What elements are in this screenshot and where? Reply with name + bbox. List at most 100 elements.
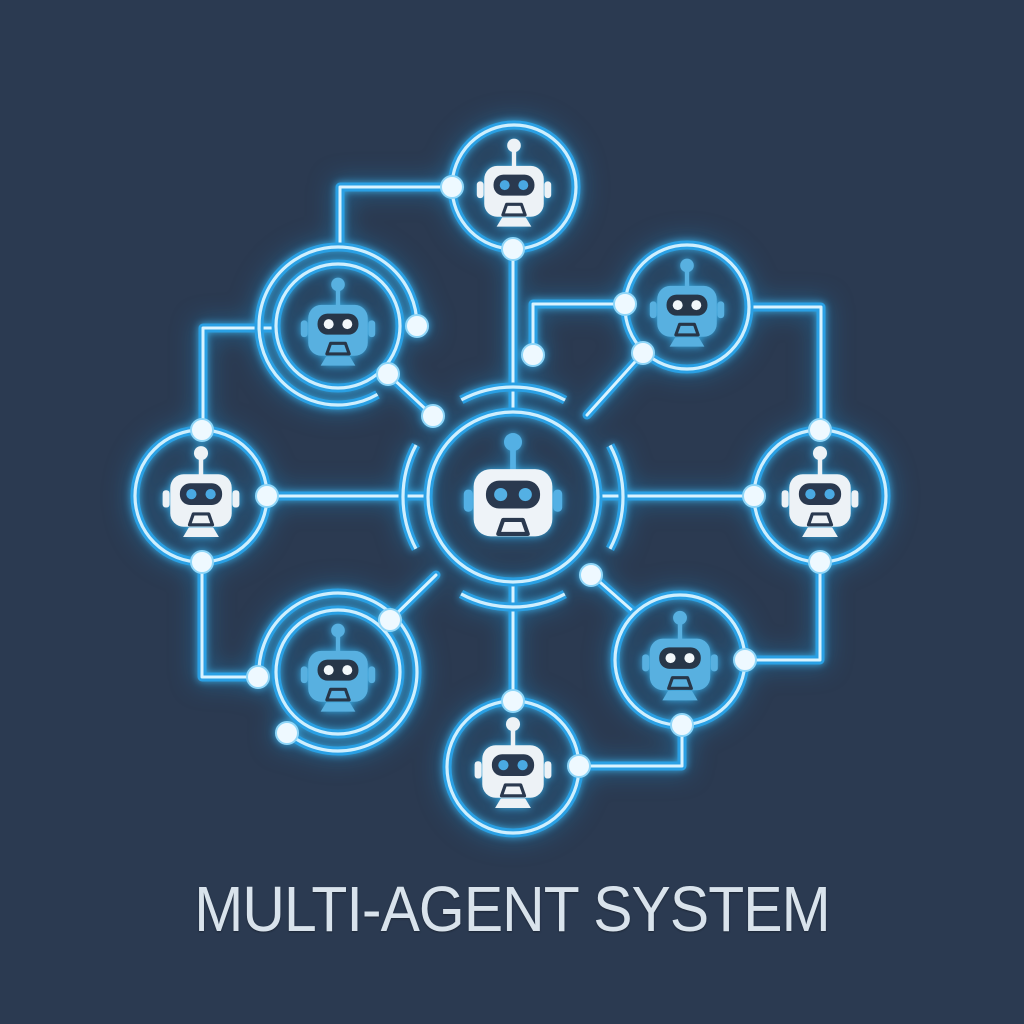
robot-icon — [463, 433, 563, 537]
robot-eye-left — [672, 300, 683, 311]
robot-ear-left — [300, 320, 308, 338]
connection-line — [740, 557, 825, 665]
robot-eye-right — [518, 487, 532, 502]
connection-line — [577, 723, 684, 768]
outer-ring-arc — [257, 591, 419, 753]
robot-mouth — [501, 202, 527, 217]
junction-dot — [501, 689, 525, 713]
robot-antenna-ball — [507, 138, 521, 153]
robot-eye-left — [494, 487, 508, 502]
robot-antenna-stem — [335, 633, 341, 653]
robot-visor — [659, 647, 701, 669]
robot-antenna-ball — [673, 610, 687, 625]
robot-ear-right — [368, 666, 376, 684]
junction-dot — [190, 550, 214, 574]
junction-dot — [440, 175, 464, 199]
robot-antenna-stem — [677, 620, 683, 640]
robot-antenna-stem — [510, 446, 516, 471]
robot-icon — [781, 446, 859, 537]
agent-top — [447, 120, 581, 254]
robot-antenna-stem — [335, 287, 341, 307]
robot-mouth — [325, 687, 351, 702]
robot-eye-right — [691, 300, 702, 311]
junction-dot — [670, 713, 694, 737]
robot-antenna-stem — [684, 268, 690, 288]
agent-bottom-left — [254, 588, 422, 756]
agent-top-left — [254, 242, 422, 410]
robot-icon — [474, 717, 552, 808]
junction-dot — [190, 418, 214, 442]
robot-visor — [491, 754, 535, 776]
robot-antenna-ball — [331, 623, 345, 638]
robot-ear-right — [544, 761, 552, 779]
robot-mouth — [187, 512, 215, 527]
node-circle — [274, 608, 402, 736]
robot-antenna-ball — [680, 258, 694, 273]
robot-pedestal — [802, 527, 838, 537]
robot-pedestal — [662, 690, 698, 701]
junction-dot — [378, 608, 402, 632]
robot-ear-right — [232, 490, 240, 508]
robot-icon — [476, 138, 552, 227]
robot-eye-right — [518, 180, 529, 191]
robot-ear-left — [781, 490, 789, 508]
robot-eye-left — [186, 488, 197, 500]
robot-visor — [317, 659, 359, 681]
connection-line — [201, 326, 278, 432]
robot-mouth — [499, 783, 527, 798]
junction-dot — [275, 721, 299, 745]
agent-bottom-right — [610, 590, 750, 730]
agent-left — [130, 425, 272, 567]
connection-line — [200, 560, 260, 679]
robot-ear-right — [544, 181, 552, 199]
connection-line — [338, 185, 454, 249]
junction-dot — [421, 404, 445, 428]
connection-line — [747, 305, 823, 432]
robot-ear-left — [476, 181, 484, 199]
outer-ring-arc — [257, 245, 419, 407]
connection-line — [531, 302, 627, 357]
junction-dot — [579, 563, 603, 587]
robot-antenna-stem — [510, 727, 516, 747]
robot-ear-left — [474, 761, 482, 779]
robot-visor — [317, 313, 359, 335]
robot-ear-left — [300, 666, 308, 684]
robot-ear-right — [710, 654, 718, 672]
robot-pedestal — [496, 217, 532, 227]
robot-ear-left — [649, 301, 657, 319]
connection-line — [585, 351, 645, 417]
robot-visor — [666, 294, 708, 316]
junction-dot — [255, 484, 279, 508]
junction-dot — [405, 314, 429, 338]
robot-ear-right — [553, 489, 563, 512]
connection-line — [574, 720, 687, 771]
robot-eye-left — [805, 488, 816, 500]
connection-line — [528, 299, 630, 360]
robot-antenna-ball — [503, 433, 523, 452]
glow-layer — [130, 120, 891, 838]
robot-icon — [649, 258, 725, 347]
robot-visor — [179, 483, 223, 505]
robot-ear-right — [717, 301, 725, 319]
connection-line — [335, 182, 457, 252]
connection-line — [197, 557, 263, 682]
robot-pedestal — [495, 798, 531, 808]
robot-mouth — [496, 517, 530, 536]
junction-dot — [376, 362, 400, 386]
robot-eye-right — [205, 488, 216, 500]
robot-pedestal — [183, 527, 219, 537]
robot-icon — [642, 610, 718, 701]
robot-eye-left — [323, 665, 334, 676]
robot-ear-right — [851, 490, 859, 508]
robot-icon — [162, 446, 240, 537]
robot-antenna-ball — [193, 446, 209, 461]
junction-dot — [521, 343, 545, 367]
robot-ear-right — [368, 320, 376, 338]
robot-visor — [798, 483, 842, 505]
robot-eye-left — [498, 759, 509, 771]
page-title: MULTI-AGENT SYSTEM — [194, 873, 830, 945]
connection-line — [743, 560, 822, 662]
robot-visor — [493, 174, 535, 196]
robot-mouth — [667, 676, 693, 690]
